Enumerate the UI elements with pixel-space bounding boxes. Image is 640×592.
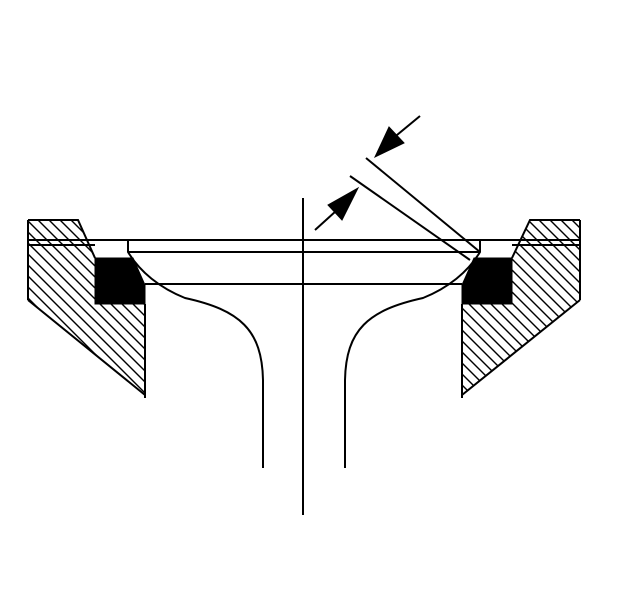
- hatch-line-right-11: [462, 220, 577, 395]
- hatch-line-right-2: [462, 220, 478, 395]
- hatch-line-left-4: [28, 220, 65, 395]
- hatch-line-right-28: [577, 220, 580, 395]
- hatch-line-left-6: [28, 220, 87, 395]
- valve-seat-insert-right: [461, 257, 513, 305]
- hatch-line-right-10: [462, 220, 566, 395]
- hatch-line-right-8: [462, 220, 544, 395]
- hatch-line-right-29: [589, 215, 640, 400]
- hatch-line-left-0: [0, 215, 20, 400]
- hatch-line-right-6: [462, 220, 522, 395]
- hatch-line-left-3: [28, 220, 54, 395]
- hatch-line-right-5: [462, 220, 511, 395]
- hatch-line-right-20: [489, 220, 580, 395]
- hatch-line-right-0: [270, 215, 455, 400]
- hatch-line-right-4: [462, 220, 500, 395]
- hatch-line-left-20: [54, 220, 145, 395]
- hatch-line-left-18: [32, 220, 145, 395]
- seat-width-dimension: [314, 115, 481, 261]
- hatch-line-right-26: [555, 220, 580, 395]
- hatch-line-right-3: [462, 220, 489, 395]
- hatch-line-right-27: [566, 220, 580, 395]
- hatch-line-right-7: [462, 220, 533, 395]
- hatch-line-left-19: [43, 220, 145, 395]
- hatch-line-right-16: [462, 220, 580, 395]
- hatch-line-right-25: [544, 220, 580, 395]
- hatch-line-left-27: [131, 220, 145, 395]
- hatch-line-left-28: [142, 220, 145, 395]
- hatch-line-left-13: [28, 220, 145, 395]
- hatch-line-left-22: [76, 220, 145, 395]
- arrow-down-left-icon: [373, 126, 405, 159]
- hatch-line-left-21: [65, 220, 145, 395]
- hatch-line-left-14: [28, 220, 145, 395]
- hatch-line-right-14: [462, 220, 580, 395]
- hatch-line-left-25: [109, 220, 145, 395]
- valve-seat-insert-left: [94, 257, 146, 305]
- hatch-line-left-24: [98, 220, 145, 395]
- hatch-line-left-1: [28, 220, 32, 395]
- cylinder-head-right: [270, 215, 640, 400]
- hatch-line-left-12: [28, 220, 145, 395]
- hatch-line-right-12: [462, 220, 580, 395]
- hatch-line-right-19: [478, 220, 580, 395]
- hatch-line-right-1: [462, 220, 467, 395]
- valve-head: [127, 240, 481, 468]
- arrow-up-right-icon: [327, 186, 360, 221]
- hatch-line-left-26: [120, 220, 145, 395]
- hatch-line-left-10: [28, 220, 131, 395]
- hatch-line-left-17: [28, 220, 145, 395]
- cylinder-head-left: [0, 215, 146, 400]
- hatch-line-right-22: [511, 220, 580, 395]
